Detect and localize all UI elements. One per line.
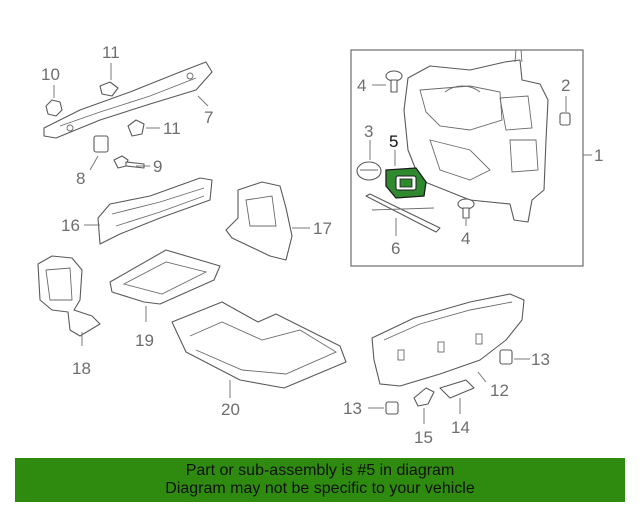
part-fastener-4-lower[interactable] [457,198,475,219]
info-banner: Part or sub-assembly is #5 in diagram Di… [15,458,625,502]
callout-19[interactable]: 19 [135,331,154,350]
callout-6[interactable]: 6 [391,239,400,258]
part-5-highlighted-handle[interactable] [385,167,427,199]
callout-4-upper[interactable]: 4 [357,76,366,95]
callout-20[interactable]: 20 [221,400,240,419]
callout-13-left[interactable]: 13 [343,399,362,418]
part-hook-15[interactable] [413,387,435,407]
assembly-inset-frame [350,49,584,267]
part-fastener-4-upper[interactable] [385,70,403,93]
part-floor-mat-20[interactable] [171,301,347,389]
callout-15[interactable]: 15 [414,428,433,447]
exploded-parts-diagram: 1 2 4 3 5 6 [37,43,603,447]
callout-3[interactable]: 3 [364,122,373,141]
part-rear-bracket-18[interactable] [37,255,101,337]
part-cap-3[interactable] [356,161,382,181]
part-bracket-8[interactable] [93,135,109,153]
part-rear-side-trim-panel[interactable] [403,49,549,223]
part-trim-bracket-16[interactable] [97,177,213,245]
callout-18[interactable]: 18 [72,359,91,378]
part-clip-2[interactable] [559,112,571,126]
callout-9[interactable]: 9 [153,157,162,176]
callout-11-upper[interactable]: 11 [102,43,120,62]
part-clip-13-left[interactable] [385,401,399,415]
callout-17[interactable]: 17 [313,219,332,238]
callout-13-right[interactable]: 13 [531,350,550,369]
part-clip-11-upper[interactable] [99,81,119,97]
callout-1[interactable]: 1 [594,146,603,165]
banner-line-1: Part or sub-assembly is #5 in diagram [185,462,455,479]
part-clip-11-lower[interactable] [127,119,145,137]
callout-16[interactable]: 16 [61,216,80,235]
part-rod-6[interactable] [365,193,441,233]
part-cover-14[interactable] [439,379,475,399]
part-tray-19[interactable] [109,249,221,305]
callout-2[interactable]: 2 [561,76,570,95]
part-scuff-plate-12[interactable] [371,293,525,387]
callout-14[interactable]: 14 [451,418,470,437]
callout-7[interactable]: 7 [204,108,213,127]
callout-5[interactable]: 5 [389,132,398,151]
callout-4-lower[interactable]: 4 [461,229,470,248]
part-nut-10[interactable] [45,99,63,117]
callout-12[interactable]: 12 [490,381,509,400]
part-cross-member-7[interactable] [43,61,213,139]
part-clip-13-right[interactable] [499,349,513,365]
callout-10[interactable]: 10 [41,65,60,84]
callout-11-lower[interactable]: 11 [163,119,181,138]
part-side-panel-17[interactable] [225,181,293,261]
callout-8[interactable]: 8 [76,169,85,188]
banner-line-2: Diagram may not be specific to your vehi… [165,480,475,497]
